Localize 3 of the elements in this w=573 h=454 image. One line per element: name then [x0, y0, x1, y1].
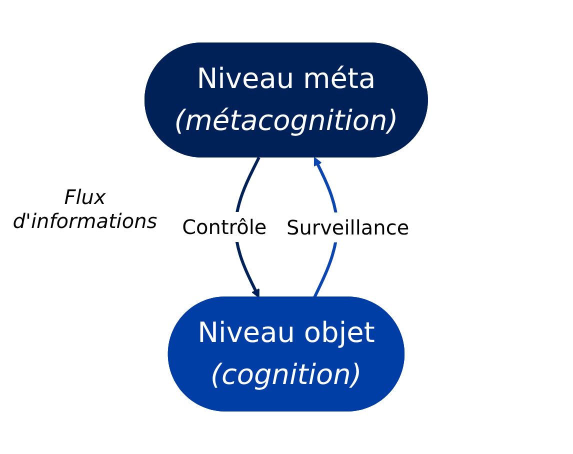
edge-label: Contrôle — [182, 214, 267, 239]
note-text: Flux d'informations — [12, 185, 158, 233]
edge-label: Surveillance — [286, 215, 410, 240]
